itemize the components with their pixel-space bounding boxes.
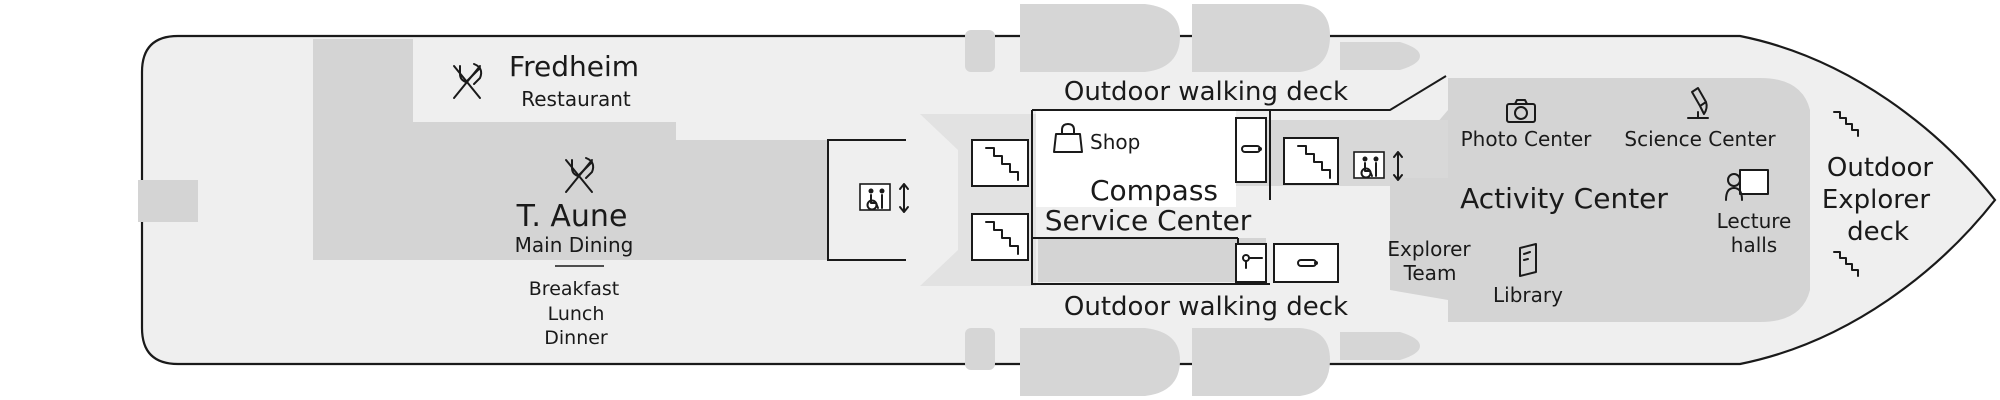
lecture-halls-line2: halls xyxy=(1731,233,1777,257)
explorer-deck-line2: Explorer xyxy=(1822,185,1931,215)
elevator-box-right xyxy=(1353,151,1385,179)
meal-breakfast: Breakfast xyxy=(529,278,619,300)
stairs-icon xyxy=(985,221,1019,255)
stairs-box-upper xyxy=(971,139,1029,187)
lifeboat-4 xyxy=(1340,42,1420,70)
meal-lunch: Lunch xyxy=(548,303,605,325)
service-lower-zone xyxy=(1038,238,1266,282)
shopping-bag-icon xyxy=(1053,123,1083,153)
restroom-icon xyxy=(1297,259,1318,267)
outdoor-walking-deck-bottom: Outdoor walking deck xyxy=(1064,292,1348,322)
book-icon xyxy=(1519,243,1537,277)
fork-knife-icon xyxy=(453,63,483,99)
explorer-team-line1: Explorer xyxy=(1387,237,1471,261)
compass-line1: Compass xyxy=(1090,174,1218,207)
fredheim-title: Fredheim xyxy=(509,50,639,83)
lifeboat-8 xyxy=(1340,332,1420,360)
fredheim-area xyxy=(413,39,920,140)
photo-center-label: Photo Center xyxy=(1461,127,1593,151)
t-aune-subtitle: Main Dining xyxy=(515,233,634,257)
lifeboat-5 xyxy=(965,328,995,370)
explorer-deck-line3: deck xyxy=(1847,217,1909,247)
stairs-icon xyxy=(985,147,1019,181)
lifeboat-2 xyxy=(1020,4,1180,72)
microscope-icon xyxy=(1687,87,1709,119)
dining-area xyxy=(313,39,828,260)
compass-outline xyxy=(1031,75,1447,285)
meal-dinner: Dinner xyxy=(544,327,608,349)
science-center-label: Science Center xyxy=(1624,127,1776,151)
elevator-arrows xyxy=(899,183,909,213)
presenter-icon xyxy=(1725,169,1769,201)
restroom-icon xyxy=(1241,145,1262,153)
lifeboat-6 xyxy=(1020,328,1180,396)
restroom-box-lower-2 xyxy=(1273,243,1339,283)
lifeboat-7 xyxy=(1192,328,1330,396)
stairs-icon xyxy=(1833,111,1859,137)
shop-label: Shop xyxy=(1090,130,1140,154)
library-label: Library xyxy=(1493,283,1563,307)
lifeboat-1 xyxy=(965,30,995,72)
restroom-box-lower-1 xyxy=(1235,243,1267,283)
camera-icon xyxy=(1506,99,1536,123)
explorer-deck-line1: Outdoor xyxy=(1827,153,1933,183)
restroom-icon xyxy=(1242,254,1263,269)
elevator-icon xyxy=(866,188,885,211)
outdoor-walking-deck-top: Outdoor walking deck xyxy=(1064,77,1348,107)
fork-knife-icon xyxy=(565,157,595,193)
elevator-arrows xyxy=(1393,151,1403,181)
stairs-box-service xyxy=(1283,137,1339,185)
elevator-box-left xyxy=(859,183,891,211)
activity-area xyxy=(1390,78,1810,322)
elevator-icon xyxy=(1360,156,1379,179)
activity-center-title: Activity Center xyxy=(1460,182,1668,215)
lecture-halls-line1: Lecture xyxy=(1717,209,1792,233)
stairs-box-lower xyxy=(971,213,1029,261)
explorer-team-line2: Team xyxy=(1403,261,1457,285)
lifeboat-3 xyxy=(1192,4,1330,72)
aft-square xyxy=(138,180,198,222)
stairs-icon xyxy=(1833,251,1859,277)
shop-zone xyxy=(1036,111,1236,207)
compass-line2: Service Center xyxy=(1045,204,1252,237)
elevator-bracket xyxy=(827,139,906,261)
t-aune-title: T. Aune xyxy=(516,199,628,234)
stairs-icon xyxy=(1297,145,1331,179)
fredheim-subtitle: Restaurant xyxy=(521,87,631,111)
